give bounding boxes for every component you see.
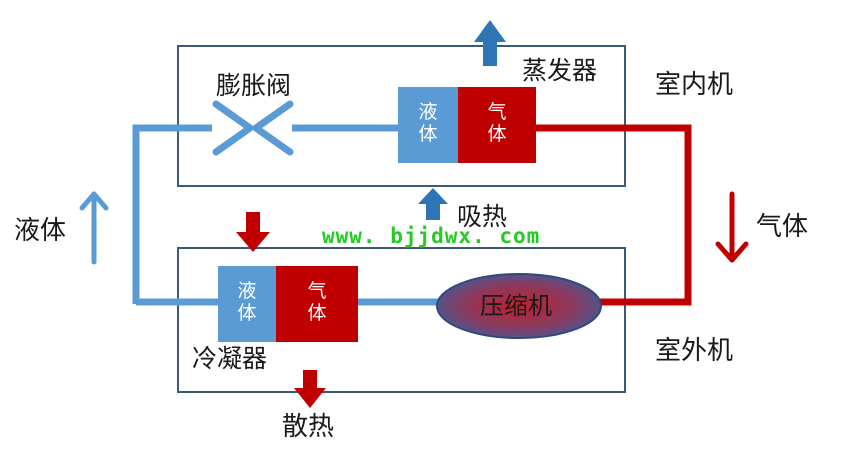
liquid-side-label: 液体: [14, 216, 67, 246]
outdoor-unit-label: 室外机: [655, 336, 734, 366]
evaporator-label: 蒸发器: [522, 56, 598, 85]
dissipate-heat-label: 散热: [282, 412, 335, 442]
condenser-liquid-text: 液 体: [237, 280, 257, 324]
condenser-liquid-cell: [218, 266, 276, 342]
dissipate-heat-arrow: [294, 370, 326, 408]
evaporator-liquid-text: 液 体: [418, 101, 438, 145]
absorb-heat-arrow: [418, 188, 448, 220]
condenser-gas-cell: [276, 266, 358, 342]
compressor-label: 压缩机: [480, 292, 552, 320]
liquid-up-arrow: [79, 191, 109, 265]
evaporator-gas-cell: [458, 87, 536, 163]
watermark-url: www. bjjdwx. com: [322, 224, 541, 248]
condenser-label: 冷凝器: [192, 344, 268, 373]
expansion-valve-symbol: [212, 100, 294, 156]
evaporator-liquid-cell: [398, 87, 458, 163]
outdoor-unit-frame: [177, 247, 626, 393]
evaporator-gas-text: 气 体: [487, 101, 507, 145]
gas-pipe: [536, 124, 692, 306]
liquid-pipe: [132, 124, 440, 306]
indoor-unit-frame: [177, 45, 626, 187]
condenser-heat-in-arrow: [236, 212, 270, 252]
absorb-heat-label: 吸热: [457, 202, 508, 231]
evaporator-heat-out-arrow: [474, 20, 506, 66]
compressor-body: [436, 273, 602, 339]
expansion-valve-label: 膨胀阀: [216, 71, 292, 100]
condenser-gas-text: 气 体: [307, 280, 327, 324]
gas-side-label: 气体: [756, 212, 809, 242]
indoor-unit-label: 室内机: [655, 70, 734, 100]
gas-down-arrow: [715, 191, 749, 263]
